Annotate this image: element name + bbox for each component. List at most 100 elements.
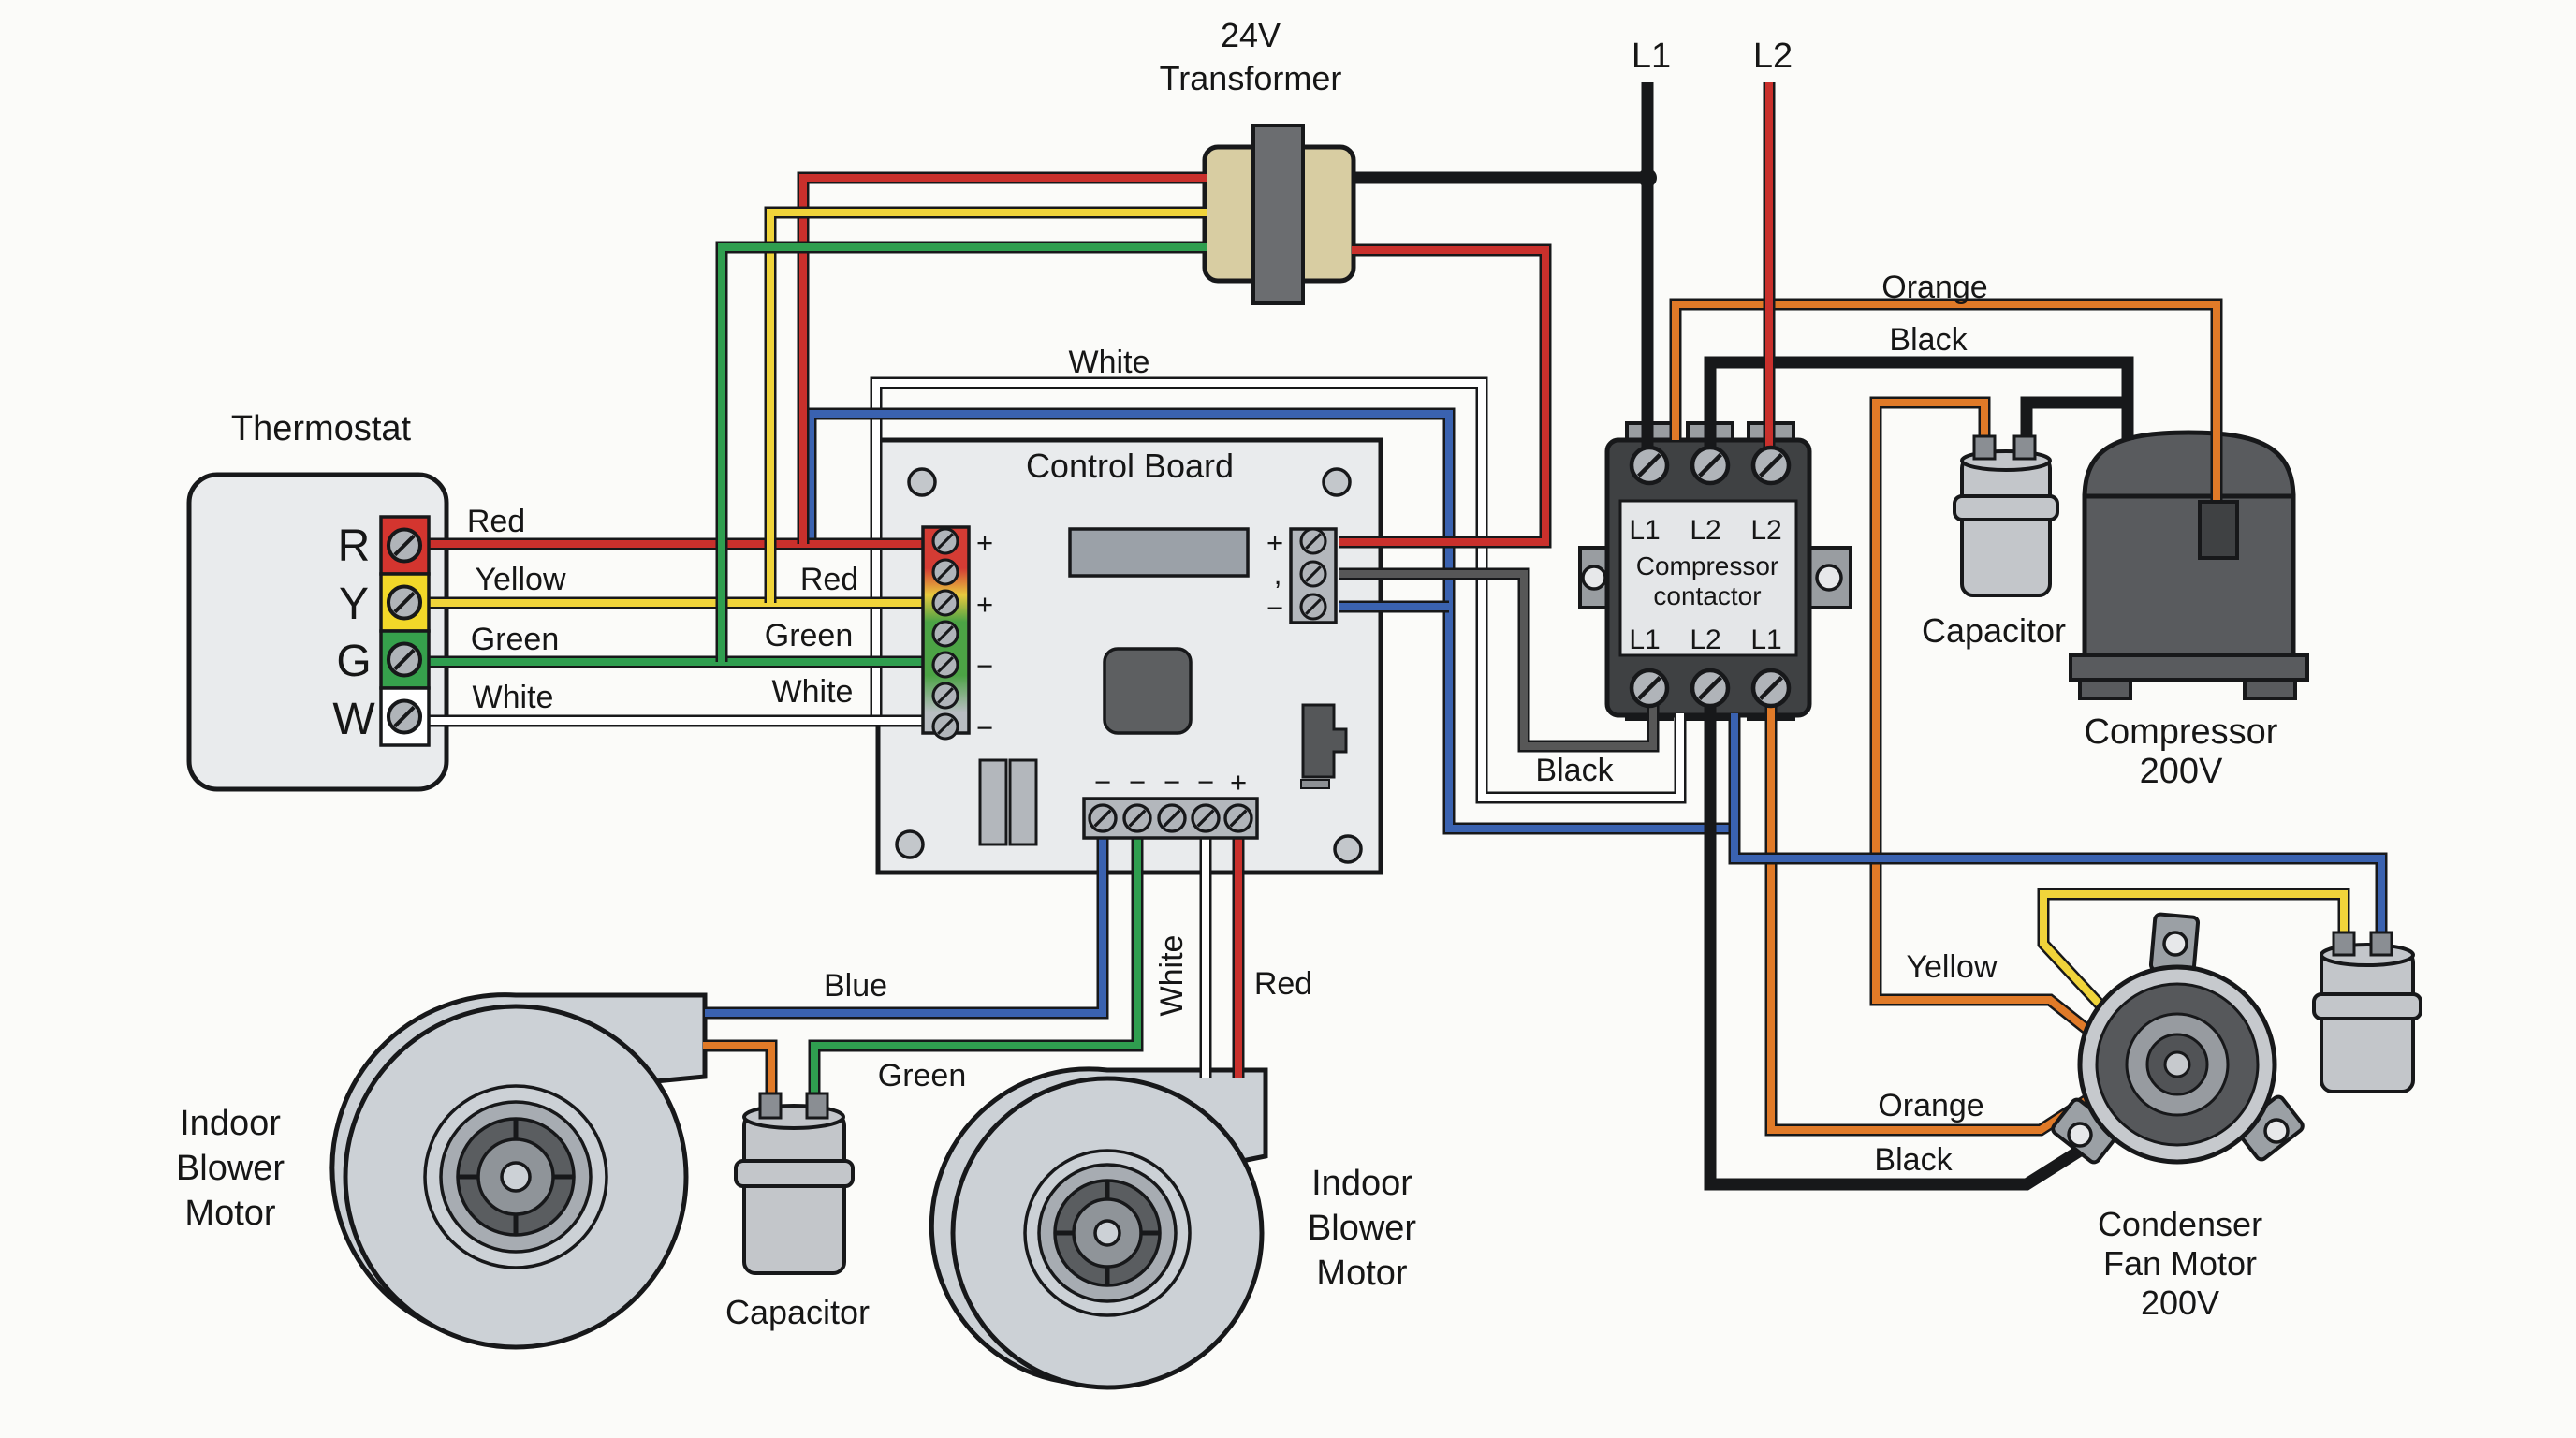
thermostat-title: Thermostat — [231, 409, 412, 448]
compressor-terminal-box — [2198, 500, 2239, 560]
orange-wire-blower-cap-core — [703, 1042, 775, 1105]
screw-icon — [1299, 560, 1327, 588]
blue-wire-blower1-core — [705, 833, 1106, 1017]
board-left-label-green: Green — [765, 618, 854, 653]
thermostat-wire-label-red: Red — [467, 504, 525, 539]
condenser-fan-motor — [2051, 912, 2305, 1165]
board-bottom-sign-2: − — [1129, 766, 1146, 799]
labels: L1 L2 24V Transformer Thermostat R Y G W… — [176, 16, 2278, 1331]
screw-icon — [388, 644, 420, 676]
blower1-name-line1: Indoor — [180, 1104, 281, 1143]
condenser-mount-hole — [2263, 1118, 2290, 1144]
board-relay-bar — [978, 758, 1008, 846]
capacitor-terminal — [805, 1092, 829, 1120]
red-wire-riser-core — [799, 174, 1207, 544]
screw-icon — [388, 530, 420, 562]
blower1-name-line2: Blower — [176, 1149, 285, 1188]
blue-wire-condenser-cap-core — [1731, 713, 2385, 944]
compressor-base — [2069, 653, 2309, 682]
screw-icon — [1632, 448, 1667, 483]
green-wire-riser-core — [718, 243, 1207, 662]
screw-icon — [931, 589, 959, 617]
screw-icon — [1157, 803, 1187, 833]
board-left-sign-2: + — [976, 588, 993, 621]
indoor-blower-motor-1 — [329, 992, 708, 1350]
contactor-name-line1: Compressor — [1636, 551, 1778, 580]
thermostat-wire-label-yellow: Yellow — [475, 562, 565, 597]
thermostat-terminal-letter-g: G — [336, 637, 371, 686]
blower2-name-line1: Indoor — [1311, 1164, 1412, 1203]
junction-dot — [1638, 169, 1657, 187]
board-corner-screw-icon — [1333, 834, 1363, 864]
contactor-bottom-l2: L2 — [1690, 624, 1720, 655]
board-left-label-red: Red — [800, 562, 858, 597]
screw-icon — [1122, 803, 1152, 833]
board-left-sign-3: − — [976, 650, 993, 682]
contactor-bottom-l1a: L1 — [1629, 624, 1660, 655]
condenser-name-line2: Fan Motor — [2103, 1244, 2257, 1283]
screw-icon — [1299, 593, 1327, 621]
contactor-mount-hole — [1581, 565, 1607, 591]
screw-icon — [1692, 448, 1728, 483]
blower2-name-line2: Blower — [1308, 1209, 1416, 1248]
indoor-blower-motor-2 — [929, 1066, 1268, 1390]
board-jumper — [1300, 779, 1330, 789]
board-bottom-sign-5: + — [1230, 766, 1247, 799]
blower2-name-line3: Motor — [1316, 1254, 1407, 1293]
board-bottom-sign-4: − — [1197, 766, 1214, 799]
board-corner-screw-icon — [895, 829, 925, 859]
condenser-capacitor-body — [2320, 949, 2415, 1093]
board-right-sign-3: − — [1266, 592, 1283, 624]
transformer-core-bar — [1251, 124, 1305, 305]
board-left-label-white: White — [772, 674, 854, 710]
contactor-top-l2a: L2 — [1690, 515, 1720, 546]
capacitor-terminal — [2369, 931, 2393, 957]
red-wire-label: Red — [1254, 966, 1312, 1002]
blower1-name-line3: Motor — [184, 1194, 275, 1233]
contactor-name-line2: contactor — [1653, 581, 1761, 610]
control-board-title: Control Board — [1026, 447, 1234, 485]
board-connector-component — [1301, 703, 1348, 779]
compressor-capacitor-band — [1953, 494, 2059, 521]
blower-capacitor — [734, 1104, 855, 1275]
screw-icon — [388, 701, 420, 733]
screw-icon — [931, 558, 959, 586]
board-relay-bar — [1008, 758, 1038, 846]
screw-icon — [1692, 670, 1728, 706]
white-wire-top-label: White — [1069, 345, 1150, 380]
white-wire-label-vertical: White — [1154, 935, 1190, 1017]
transformer-label-line1: 24V — [1221, 16, 1281, 54]
compressor-name-label: Compressor — [2085, 712, 2278, 752]
capacitor-terminal — [1972, 434, 1997, 461]
compressor-voltage-label: 200V — [2140, 752, 2223, 791]
condenser-name-line1: Condenser — [2098, 1205, 2262, 1243]
thermostat-wire-label-white: White — [473, 680, 554, 715]
capacitor-terminal — [2332, 931, 2356, 957]
black-wire-condenser — [1704, 691, 2119, 1191]
compressor-foot — [2243, 678, 2297, 700]
thermostat-terminal-letter-w: W — [332, 695, 375, 744]
green-wire-blower-cap-core — [811, 833, 1141, 1105]
blower2-shaft — [1093, 1219, 1121, 1247]
screw-icon — [1223, 803, 1253, 833]
screw-icon — [931, 620, 959, 648]
thermostat-terminal-letter-r: R — [338, 521, 371, 571]
orange-wire-label-top: Orange — [1881, 270, 1987, 305]
contactor-top-l1: L1 — [1629, 515, 1660, 546]
condenser-capacitor — [2312, 943, 2422, 1093]
thermostat-wire-label-green: Green — [471, 622, 560, 657]
capacitor-terminal — [758, 1092, 783, 1120]
screw-icon — [1753, 670, 1789, 706]
capacitor-terminal — [2012, 434, 2037, 461]
compressor-dome — [2082, 430, 2296, 501]
l1-label: L1 — [1632, 37, 1671, 76]
board-right-sign-2: , — [1274, 558, 1282, 591]
compressor-capacitor-body — [1960, 455, 2052, 597]
contactor-bottom-l1b: L1 — [1750, 624, 1781, 655]
compressor-capacitor-label: Capacitor — [1922, 611, 2066, 650]
yellow-wire-label: Yellow — [1906, 949, 1997, 985]
green-wire-label: Green — [878, 1058, 967, 1093]
orange-wire-label-condenser: Orange — [1878, 1088, 1983, 1123]
transformer-label-line2: Transformer — [1160, 59, 1342, 97]
